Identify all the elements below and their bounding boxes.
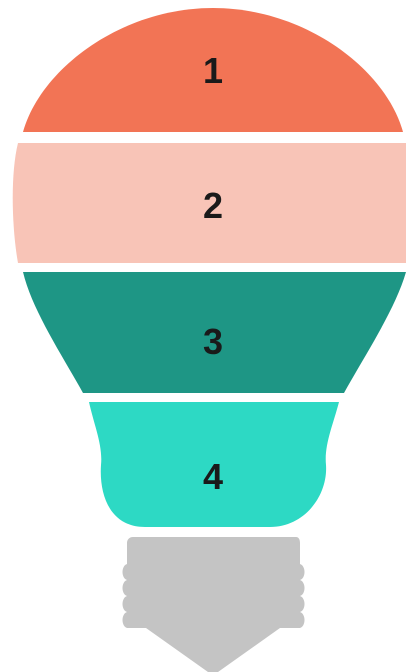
bulb-segment-2-label: 2 xyxy=(203,185,223,226)
bulb-segment-1-label: 1 xyxy=(203,50,223,91)
bulb-segment-4-shape xyxy=(89,402,339,527)
bulb-segment-1: 1 xyxy=(23,8,403,132)
bulb-segment-2: 2 xyxy=(12,143,406,263)
bulb-segment-4-label: 4 xyxy=(203,456,223,497)
bulb-segment-2-shape xyxy=(12,143,406,263)
bulb-segment-4: 4 xyxy=(89,402,339,527)
bulb-segment-3-label: 3 xyxy=(203,321,223,362)
bulb-segment-1-shape xyxy=(23,8,403,132)
bulb-segment-3-shape xyxy=(23,272,406,393)
bulb-screw-base xyxy=(122,537,305,672)
bulb-segment-3: 3 xyxy=(23,272,406,393)
